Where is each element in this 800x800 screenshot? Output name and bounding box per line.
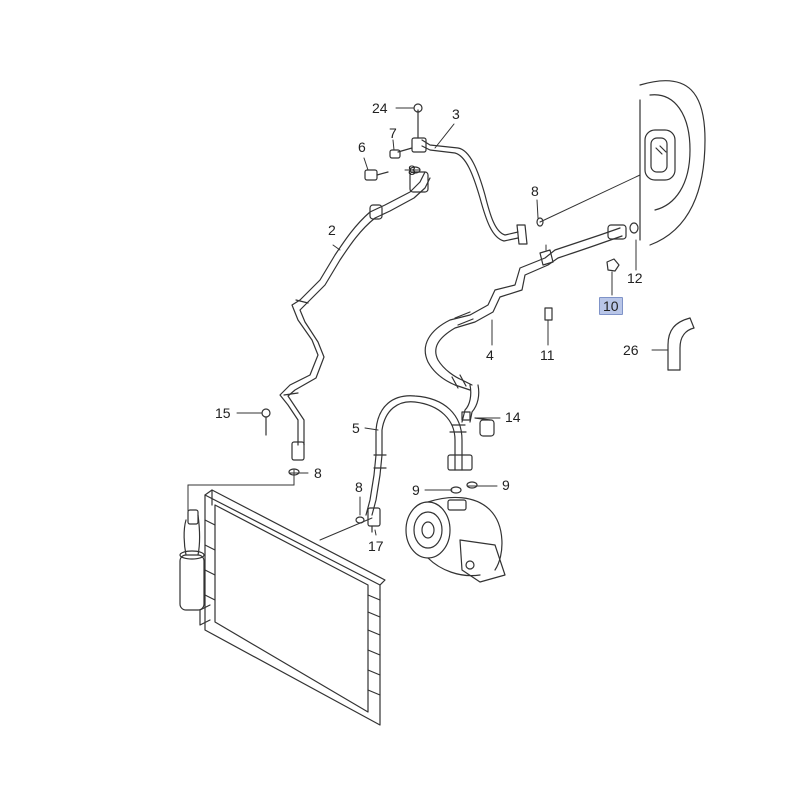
bolt-11 [545,308,552,320]
hose-4 [425,225,626,422]
callout-8-upper: 8 [408,162,416,178]
callout-9-right: 9 [502,477,510,493]
callout-6: 6 [358,139,366,155]
receiver-drier [180,510,204,610]
hose-3 [422,140,527,244]
hose-2 [280,172,430,460]
callout-10-highlighted[interactable]: 10 [599,297,623,315]
callout-8-hose3: 8 [531,183,539,199]
bolt-15 [262,409,270,435]
callout-5: 5 [352,420,360,436]
callout-7: 7 [389,125,397,141]
callout-4: 4 [486,347,494,363]
valve-17 [368,508,380,532]
callout-9-left: 9 [412,482,420,498]
condenser [200,490,385,725]
bolt-14 [462,412,494,436]
callout-12: 12 [627,270,643,286]
callout-11: 11 [540,347,555,363]
callout-24: 24 [372,100,388,116]
callout-17: 17 [368,538,384,554]
callout-15: 15 [215,405,231,421]
leader-lines [188,108,668,540]
compressor [406,497,505,582]
callout-8-lower: 8 [355,479,363,495]
firewall-panel [640,81,705,245]
callout-26: 26 [623,342,639,358]
callout-8-condenser: 8 [314,465,322,481]
callout-3: 3 [452,106,460,122]
hose-26 [668,318,694,370]
callout-14: 14 [505,409,521,425]
sensor-6 [365,170,388,180]
hose-5 [366,396,472,515]
upper-fitting [390,104,426,158]
nut-10 [607,259,619,271]
callout-2: 2 [328,222,336,238]
